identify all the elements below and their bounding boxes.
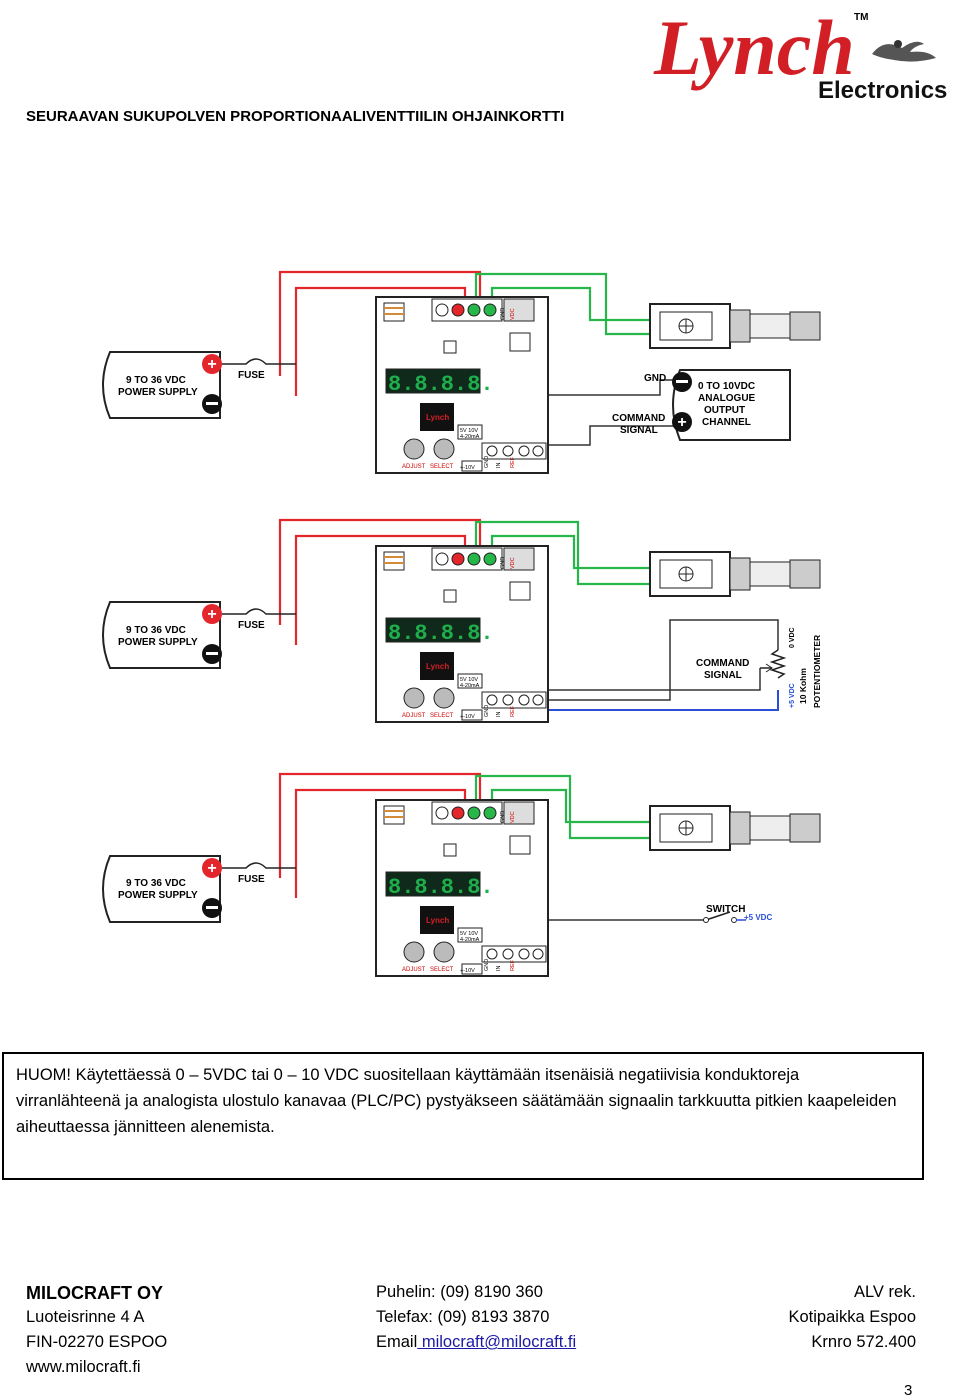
footer-company: MILOCRAFT OY [26,1283,163,1303]
footer-street: Luoteisrinne 4 A [26,1308,145,1326]
chip-label: Lynch [426,413,449,422]
footer-phone: Puhelin: (09) 8190 360 [376,1283,543,1301]
logo-wordmark: Lynch [653,4,855,91]
footer-fax: Telefax: (09) 8193 3870 [376,1308,550,1326]
svg-text:IN: IN [496,711,502,717]
svg-text:SELECT: SELECT [430,713,454,719]
footer-web[interactable]: www.milocraft.fi [26,1358,141,1376]
note-box [2,1052,924,1180]
svg-text:+: + [207,356,216,373]
footer-krnro: Krnro 572.400 [811,1333,916,1351]
svg-text:ANALOGUE: ANALOGUE [698,393,756,404]
svg-text:5V 10V: 5V 10V [460,428,478,434]
svg-text:ADJUST: ADJUST [402,713,426,719]
svg-text:+-10V: +-10V [460,714,475,720]
svg-text:5V 10V: 5V 10V [460,931,478,937]
svg-text:VDC: VDC [510,811,516,823]
svg-text:FUSE: FUSE [238,620,265,631]
svg-text:GND: GND [484,959,490,971]
svg-text:4-20mA: 4-20mA [460,434,480,440]
svg-text:0 TO 10VDC: 0 TO 10VDC [698,381,755,392]
footer-email-row: Email milocraft@milocraft.fi [376,1333,576,1352]
svg-text:8.8.8.8.: 8.8.8.8. [388,621,494,646]
svg-text:SELECT: SELECT [430,464,454,470]
svg-text:9 TO 36 VDC: 9 TO 36 VDC [126,625,186,636]
svg-text:+: + [207,606,216,623]
svg-text:VDC: VDC [510,308,516,320]
svg-text:IN: IN [496,965,502,971]
footer-email-link[interactable]: milocraft@milocraft.fi [417,1333,577,1351]
svg-text:9 TO 36 VDC: 9 TO 36 VDC [126,878,186,889]
svg-text:4-20mA: 4-20mA [460,683,480,689]
svg-text:10 Kohm: 10 Kohm [798,668,808,704]
svg-text:GND: GND [644,373,666,384]
page-title: SEURAAVAN SUKUPOLVEN PROPORTIONAALIVENTT… [26,108,565,125]
svg-text:ADJUST: ADJUST [402,967,426,973]
svg-text:FUSE: FUSE [238,874,265,885]
svg-text:REF: REF [510,959,516,971]
page-number: 3 [904,1382,913,1399]
footer-city: FIN-02270 ESPOO [26,1333,168,1351]
svg-text:SIGNAL: SIGNAL [704,670,742,681]
diagram-2-potentiometer: + 9 TO 36 VDC POWER SUPPLY FUSE 8.8.8.8.… [102,518,822,723]
svg-text:+-10V: +-10V [460,968,475,974]
svg-text:4-20mA: 4-20mA [460,937,480,943]
lynch-logo: Lynch TM Electronics [653,4,947,104]
svg-text:+: + [677,414,686,431]
svg-text:POWER SUPPLY: POWER SUPPLY [118,637,198,648]
svg-text:GND: GND [500,811,506,823]
svg-text:ADJUST: ADJUST [402,464,426,470]
svg-text:GND: GND [484,705,490,717]
svg-text:COMMAND: COMMAND [696,658,749,669]
logo-sub: Electronics [818,77,947,104]
svg-text:SIGNAL: SIGNAL [620,425,658,436]
svg-text:Lynch: Lynch [426,662,449,671]
svg-text:VDC: VDC [510,557,516,569]
svg-text:GND: GND [484,456,490,468]
svg-text:COMMAND: COMMAND [612,413,665,424]
fuse-label: FUSE [238,370,265,381]
svg-text:POWER SUPPLY: POWER SUPPLY [118,890,198,901]
supply-label-2: POWER SUPPLY [118,387,198,398]
svg-text:+: + [207,860,216,877]
note-text: HUOM! Käytettäessä 0 – 5VDC tai 0 – 10 V… [16,1066,897,1136]
svg-text:POTENTIOMETER: POTENTIOMETER [812,635,822,708]
svg-text:CHANNEL: CHANNEL [702,417,751,428]
svg-text:SWITCH: SWITCH [706,904,745,915]
footer-alv: ALV rek. [853,1283,916,1301]
footer-email-label: Email [376,1333,418,1351]
svg-text:+5 VDC: +5 VDC [789,683,796,708]
svg-text:+5 VDC: +5 VDC [744,913,772,922]
svg-text:OUTPUT: OUTPUT [704,405,745,416]
svg-text:+-10V: +-10V [460,465,475,471]
svg-text:REF: REF [510,705,516,717]
svg-text:GND: GND [500,308,506,320]
wiring-diagrams: + 9 TO 36 VDC POWER SUPPLY FUSE 8.8.8.8.… [102,270,822,977]
diagram-3-switch: + 9 TO 36 VDC POWER SUPPLY FUSE 8.8.8.8.… [102,772,821,977]
svg-text:REF: REF [510,456,516,468]
lcd-display: 8.8.8.8. [388,372,494,397]
logo-tm: TM [854,12,868,23]
svg-text:IN: IN [496,462,502,468]
duck-icon [872,40,936,62]
svg-text:0 VDC: 0 VDC [789,627,796,648]
supply-label-1: 9 TO 36 VDC [126,375,186,386]
diagram-1-analogue-output: + 9 TO 36 VDC POWER SUPPLY FUSE 8.8.8.8.… [102,270,821,474]
svg-text:GND: GND [500,557,506,569]
svg-text:Lynch: Lynch [426,916,449,925]
footer-domicile: Kotipaikka Espoo [788,1308,917,1326]
svg-text:8.8.8.8.: 8.8.8.8. [388,875,494,900]
svg-text:SELECT: SELECT [430,967,454,973]
svg-text:5V 10V: 5V 10V [460,677,478,683]
